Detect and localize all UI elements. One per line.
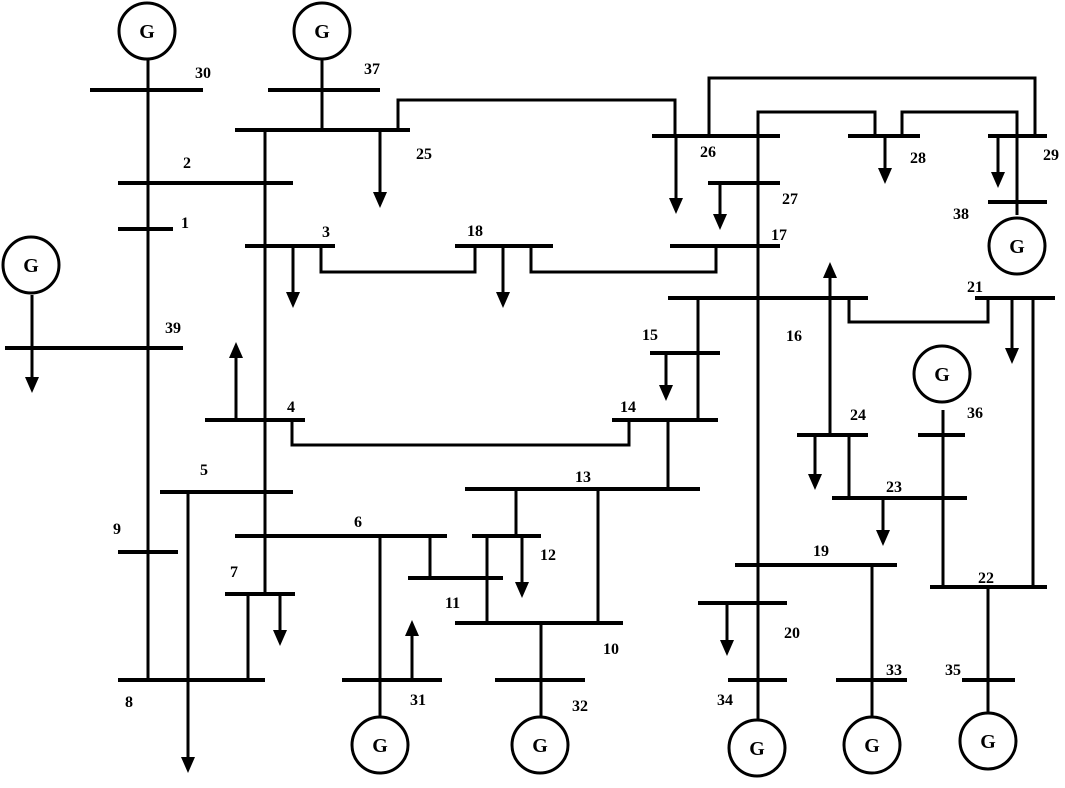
transmission-line — [319, 246, 477, 274]
bus-label-31: 31 — [410, 692, 426, 709]
bus-label-29: 29 — [1043, 147, 1059, 164]
transmission-line — [290, 420, 631, 447]
bus-label-14: 14 — [620, 399, 636, 416]
bus-label-17: 17 — [771, 227, 787, 244]
generator-icon: G — [987, 216, 1047, 276]
generator-label: G — [23, 255, 39, 277]
transmission-line — [847, 298, 990, 324]
bus-label-19: 19 — [813, 543, 829, 560]
transmission-line — [529, 246, 718, 274]
transmission-line — [756, 110, 877, 720]
transmission-line — [396, 98, 677, 136]
generator-icon: G — [727, 718, 787, 778]
bus-label-35: 35 — [945, 662, 961, 679]
generator-icon: G — [510, 715, 570, 775]
bus-label-28: 28 — [910, 150, 926, 167]
bus-label-3: 3 — [322, 224, 330, 241]
bus-label-26: 26 — [700, 144, 716, 161]
bus-label-34: 34 — [717, 692, 733, 709]
generator-icon: G — [117, 1, 177, 61]
generator-label: G — [139, 21, 155, 43]
bus-label-20: 20 — [784, 625, 800, 642]
transmission-line — [900, 110, 1019, 215]
generator-label: G — [934, 364, 950, 386]
bus-label-7: 7 — [230, 564, 238, 581]
bus-label-16: 16 — [786, 328, 802, 345]
generator-label: G — [532, 735, 548, 757]
bus-label-32: 32 — [572, 698, 588, 715]
bus-label-22: 22 — [978, 570, 994, 587]
generator-label: G — [980, 731, 996, 753]
generator-label: G — [372, 735, 388, 757]
bus-label-38: 38 — [953, 206, 969, 223]
bus-label-25: 25 — [416, 146, 432, 163]
bus-label-33: 33 — [886, 662, 902, 679]
bus-label-27: 27 — [782, 191, 798, 208]
generator-icon: G — [1, 235, 61, 295]
generator-icon: G — [912, 344, 972, 404]
bus-label-8: 8 — [125, 694, 133, 711]
generator-label: G — [864, 735, 880, 757]
bus-label-4: 4 — [287, 399, 295, 416]
generator-icon: G — [958, 711, 1018, 771]
bus-label-11: 11 — [445, 595, 460, 612]
bus-label-37: 37 — [364, 61, 380, 78]
bus-label-6: 6 — [354, 514, 362, 531]
generator-label: G — [1009, 236, 1025, 258]
bus-label-5: 5 — [200, 462, 208, 479]
generator-icon: G — [350, 715, 410, 775]
bus-label-10: 10 — [603, 641, 619, 658]
bus-label-30: 30 — [195, 65, 211, 82]
bus-label-36: 36 — [967, 405, 983, 422]
bus-label-1: 1 — [181, 215, 189, 232]
bus-label-15: 15 — [642, 327, 658, 344]
bus-label-13: 13 — [575, 469, 591, 486]
bus-label-24: 24 — [850, 407, 866, 424]
generator-icon: G — [842, 715, 902, 775]
bus-label-2: 2 — [183, 155, 191, 172]
bus-label-23: 23 — [886, 479, 902, 496]
transmission-line — [707, 76, 1037, 136]
bus-label-12: 12 — [540, 547, 556, 564]
generator-label: G — [749, 738, 765, 760]
bus-label-21: 21 — [967, 279, 983, 296]
bus-label-9: 9 — [113, 521, 121, 538]
generator-label: G — [314, 21, 330, 43]
bus-label-39: 39 — [165, 320, 181, 337]
generator-icon: G — [292, 1, 352, 61]
bus-label-18: 18 — [467, 223, 483, 240]
